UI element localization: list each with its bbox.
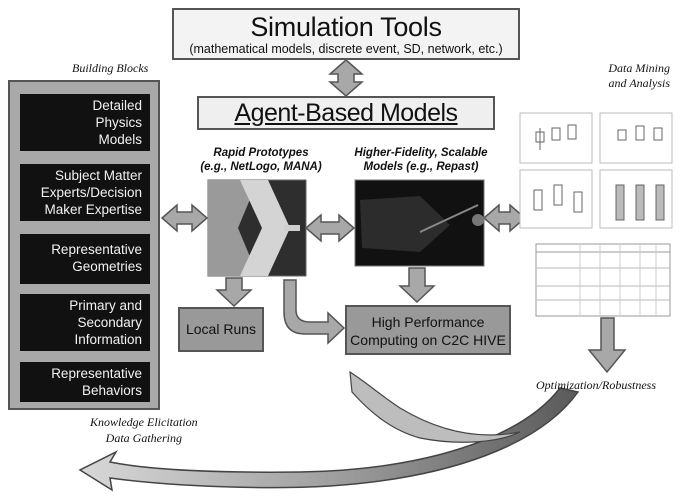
data-mining-line1: Data Mining (608, 61, 670, 75)
bb-text: Subject Matter (54, 168, 142, 183)
optimization-label: Optimization/Robustness (536, 378, 657, 392)
rapid-prototype-screenshot (207, 179, 307, 277)
bb-text: Primary and (69, 298, 142, 313)
rapid-line2: (e.g., NetLogo, MANA) (200, 161, 322, 173)
local-runs-box: Local Runs (178, 307, 264, 352)
bb-text: Experts/Decision (40, 185, 142, 200)
bb-text: Information (74, 332, 142, 347)
data-mining-label: Data Mining and Analysis (592, 61, 670, 91)
bb-text: Maker Expertise (44, 202, 142, 217)
double-arrow-icon (304, 213, 356, 243)
bb-text: Geometries (72, 259, 142, 274)
agent-based-models-box: Agent-Based Models (197, 96, 495, 130)
rapid-prototypes-caption: Rapid Prototypes (e.g., NetLogo, MANA) (196, 146, 326, 174)
curved-arrow-icon (283, 279, 346, 345)
analysis-chart-thumbnails (519, 112, 673, 229)
feedback-swirl-icon (78, 387, 580, 492)
down-arrow-icon (587, 317, 627, 374)
bb-text: Detailed (92, 98, 142, 113)
higher-fidelity-caption: Higher-Fidelity, Scalable Models (e.g., … (348, 146, 494, 174)
knowledge-elicitation-label: Knowledge Elicitation Data Gathering (90, 414, 198, 446)
agent-based-models-title: Agent-Based Models (234, 99, 458, 127)
bb-text: Physics (95, 115, 142, 130)
simulation-tools-box: Simulation Tools (mathematical models, d… (172, 8, 520, 60)
hpc-box: High Performance Computing on C2C HIVE (345, 305, 511, 355)
higher-line1: Higher-Fidelity, Scalable (354, 147, 488, 159)
bb-text: Models (98, 132, 142, 147)
feedback-swirl-icon (349, 370, 521, 443)
building-blocks-panel: Detailed Physics Models Subject Matter E… (8, 80, 160, 410)
simulation-tools-title: Simulation Tools (250, 12, 442, 42)
data-mining-line2: and Analysis (608, 76, 670, 90)
building-block-behaviors: Representative Behaviors (20, 362, 150, 402)
rapid-line1: Rapid Prototypes (213, 147, 309, 159)
hpc-line2: Computing on C2C HIVE (350, 332, 506, 348)
double-arrow-icon (482, 203, 527, 233)
higher-line2: Models (e.g., Repast) (363, 161, 479, 173)
double-arrow-icon (328, 59, 364, 97)
knowledge-line2: Data Gathering (105, 431, 182, 445)
hpc-line1: High Performance (371, 314, 485, 330)
building-block-geometries: Representative Geometries (20, 234, 150, 284)
bb-text: Behaviors (81, 383, 142, 398)
building-blocks-label: Building Blocks (72, 61, 149, 75)
knowledge-line1: Knowledge Elicitation (90, 415, 198, 429)
down-arrow-icon (215, 277, 253, 308)
building-block-physics: Detailed Physics Models (20, 94, 150, 151)
bb-text: Representative (51, 242, 142, 257)
simulation-tools-subtitle: (mathematical models, discrete event, SD… (189, 42, 503, 56)
building-block-information: Primary and Secondary Information (20, 294, 150, 351)
bb-text: Representative (51, 366, 142, 381)
down-arrow-icon (398, 267, 436, 304)
bb-text: Secondary (77, 315, 142, 330)
analysis-table-thumbnail (535, 243, 671, 317)
building-block-expertise: Subject Matter Experts/Decision Maker Ex… (20, 164, 150, 221)
higher-fidelity-screenshot (354, 179, 485, 267)
double-arrow-icon (160, 203, 209, 233)
